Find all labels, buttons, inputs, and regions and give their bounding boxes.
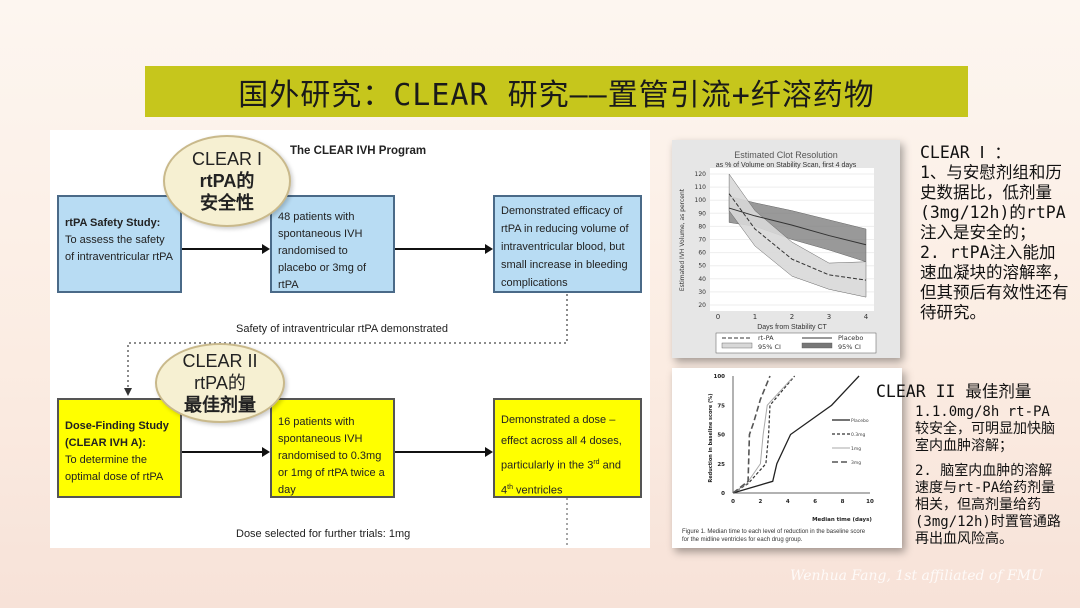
series-line-Placebo xyxy=(728,207,867,246)
x-tick-label: 0 xyxy=(716,313,720,321)
box-text: To determine the optimal dose of rtPA xyxy=(65,454,164,483)
series-line-1mg xyxy=(732,378,793,494)
x-tick-label: 10 xyxy=(866,499,874,505)
watermark: Wenhua Fang, 1st affiliated of FMU xyxy=(790,568,1043,584)
x-axis-label: Days from Stability CT xyxy=(757,324,827,331)
y-tick-label: 20 xyxy=(698,302,706,309)
legend-label: rt-PA xyxy=(758,334,774,342)
chart-subtitle: as % of Volume on Stability Scan, first … xyxy=(716,162,857,169)
legend-label: 3mg xyxy=(851,460,861,466)
figure-caption: for the midline ventricles for each drug… xyxy=(682,537,803,543)
y-tick-label: 50 xyxy=(698,263,706,270)
legend-label: 1mg xyxy=(851,446,861,452)
notes-item: 2. 脑室内血肿的溶解速度与rt-PA给药剂量相关，但高剂量给药(3mg/12h… xyxy=(915,463,1061,547)
clear2-patients-box: 16 patients with spontaneous IVH randomi… xyxy=(270,398,395,498)
box-text: To assess the safety of intraventricular… xyxy=(65,234,174,263)
y-tick-label: 80 xyxy=(698,223,706,230)
safety-study-box: rtPA Safety Study: To assess the safety … xyxy=(57,195,182,293)
notes-item: 2. rtPA注入能加速血凝块的溶解率，但其预后有效性还有待研究。 xyxy=(920,243,1069,322)
bubble-line: rtPA的 xyxy=(194,373,246,393)
legend-swatch xyxy=(721,342,753,349)
box-text: Demonstrated efficacy of rtPA in reducin… xyxy=(501,205,629,289)
notes-item: 1.1.0mg/8h rt-PA较安全，可明显加快脑室内血肿溶解； xyxy=(915,404,1055,454)
legend-label: Placebo xyxy=(838,334,863,342)
x-tick-label: 1 xyxy=(753,313,757,321)
clot-resolution-chart: Estimated Clot Resolution as % of Volume … xyxy=(672,140,900,358)
arrow-icon xyxy=(182,244,270,254)
clear1-patients-box: 48 patients with spontaneous IVH randomi… xyxy=(270,195,395,293)
box-title: rtPA Safety Study: xyxy=(65,217,161,229)
link-label-dose: Dose selected for further trials: 1mg xyxy=(236,528,411,540)
y-tick-label: 70 xyxy=(698,237,706,244)
x-tick-label: 0 xyxy=(731,499,735,505)
legend-label: 95% CI xyxy=(758,343,781,351)
chart-title: Estimated Clot Resolution xyxy=(734,150,838,160)
x-tick-label: 2 xyxy=(790,313,794,321)
y-tick-label: 75 xyxy=(717,403,725,409)
box-title: Dose-Finding Study (CLEAR IVH A): xyxy=(65,420,169,449)
legend-label: 95% CI xyxy=(838,343,861,351)
bubble-line: 安全性 xyxy=(200,193,254,213)
notes-item: 1、与安慰剂组和历史数据比，低剂量(3mg/12h)的rtPA注入是安全的； xyxy=(920,163,1066,242)
figure-caption: Figure 1. Median time to each level of r… xyxy=(682,529,866,535)
y-axis-label: Estimated IVH Volume, as percent xyxy=(679,188,686,291)
x-tick-label: 8 xyxy=(841,499,845,505)
legend xyxy=(715,332,877,354)
box-text: Demonstrated a dose – effect across all … xyxy=(501,414,622,497)
clear2-result-box: Demonstrated a dose – effect across all … xyxy=(493,398,642,498)
y-tick-label: 25 xyxy=(717,462,725,468)
x-tick-label: 2 xyxy=(758,499,762,505)
y-tick-label: 60 xyxy=(698,250,706,257)
series-line-3mg xyxy=(732,375,771,494)
y-tick-label: 0 xyxy=(721,491,725,497)
y-axis-label: Reduction in baseline score (%) xyxy=(708,393,714,482)
bubble-line: CLEAR I xyxy=(191,149,263,169)
x-tick-label: 4 xyxy=(864,313,869,321)
y-tick-label: 30 xyxy=(698,289,706,296)
slide-title: 国外研究：CLEAR 研究——置管引流+纤溶药物 xyxy=(145,66,968,117)
clear2-bubble: CLEAR II rtPA的 最佳剂量 xyxy=(155,343,285,423)
y-tick-label: 100 xyxy=(714,374,726,380)
ci-band-rt-PA xyxy=(728,173,867,298)
x-tick-label: 3 xyxy=(827,313,831,321)
arrow-icon xyxy=(395,447,493,457)
legend-swatch xyxy=(801,342,833,349)
clear1-bubble: CLEAR I rtPA的 安全性 xyxy=(163,135,291,227)
bubble-line: rtPA的 xyxy=(199,171,255,191)
link-label-safety: Safety of intraventricular rtPA demonstr… xyxy=(236,323,448,335)
clear1-result-box: Demonstrated efficacy of rtPA in reducin… xyxy=(493,195,642,293)
series-line-rt-PA xyxy=(728,193,867,281)
dose-finding-box: Dose-Finding Study (CLEAR IVH A): To det… xyxy=(57,398,182,498)
clear2-notes: 1.1.0mg/8h rt-PA较安全，可明显加快脑室内血肿溶解； 2. 脑室内… xyxy=(915,404,1061,548)
legend-label: 0.3mg xyxy=(851,432,866,438)
y-tick-label: 50 xyxy=(717,433,725,439)
series-line-0.3mg xyxy=(732,375,796,494)
y-tick-label: 110 xyxy=(695,184,707,191)
arrow-icon xyxy=(182,447,270,457)
notes-heading: CLEAR Ⅰ ： xyxy=(920,143,1011,162)
box-text: 48 patients with spontaneous IVH randomi… xyxy=(278,211,367,291)
x-axis-label: Median time (days) xyxy=(812,517,872,523)
bubble-line: 最佳剂量 xyxy=(184,395,256,415)
y-tick-label: 120 xyxy=(695,171,707,178)
box-text: 16 patients with spontaneous IVH randomi… xyxy=(278,416,385,496)
arrow-icon xyxy=(395,244,493,254)
x-tick-label: 4 xyxy=(786,499,790,505)
y-tick-label: 100 xyxy=(695,197,707,204)
legend-label: Placebo xyxy=(851,418,869,424)
y-tick-label: 90 xyxy=(698,210,706,217)
bubble-line: CLEAR II xyxy=(182,351,258,371)
diagram-heading: The CLEAR IVH Program xyxy=(290,145,427,157)
clear1-notes: CLEAR Ⅰ ： 1、与安慰剂组和历史数据比，低剂量(3mg/12h)的rtP… xyxy=(920,143,1070,323)
x-tick-label: 6 xyxy=(813,499,817,505)
y-tick-label: 40 xyxy=(698,276,706,283)
clear2-heading: CLEAR II 最佳剂量 xyxy=(876,382,1032,401)
series-line-Placebo xyxy=(732,375,860,494)
